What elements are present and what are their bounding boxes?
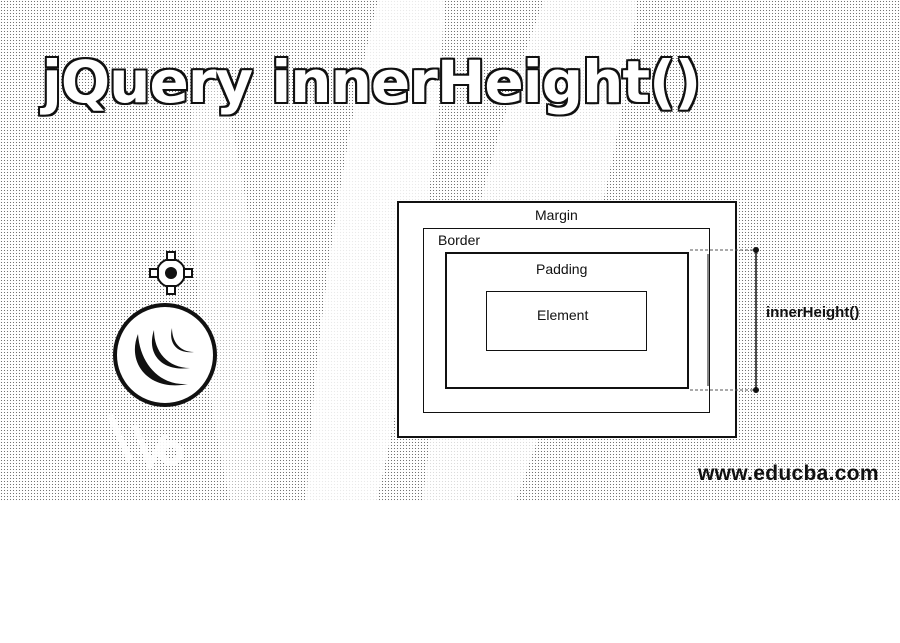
margin-label: Margin — [535, 207, 578, 223]
element-label: Element — [537, 307, 589, 323]
inner-height-dimension-line — [690, 247, 760, 393]
page-title: jQuery innerHeight() — [42, 48, 701, 116]
element-box — [486, 291, 647, 351]
jquery-logo-icon — [113, 303, 217, 407]
site-watermark: www.educba.com — [698, 462, 879, 485]
border-label: Border — [438, 232, 481, 248]
inner-height-label: innerHeight() — [766, 304, 860, 321]
decorative-glyph — [107, 413, 183, 473]
gear-icon — [149, 251, 193, 295]
padding-label: Padding — [536, 261, 588, 277]
